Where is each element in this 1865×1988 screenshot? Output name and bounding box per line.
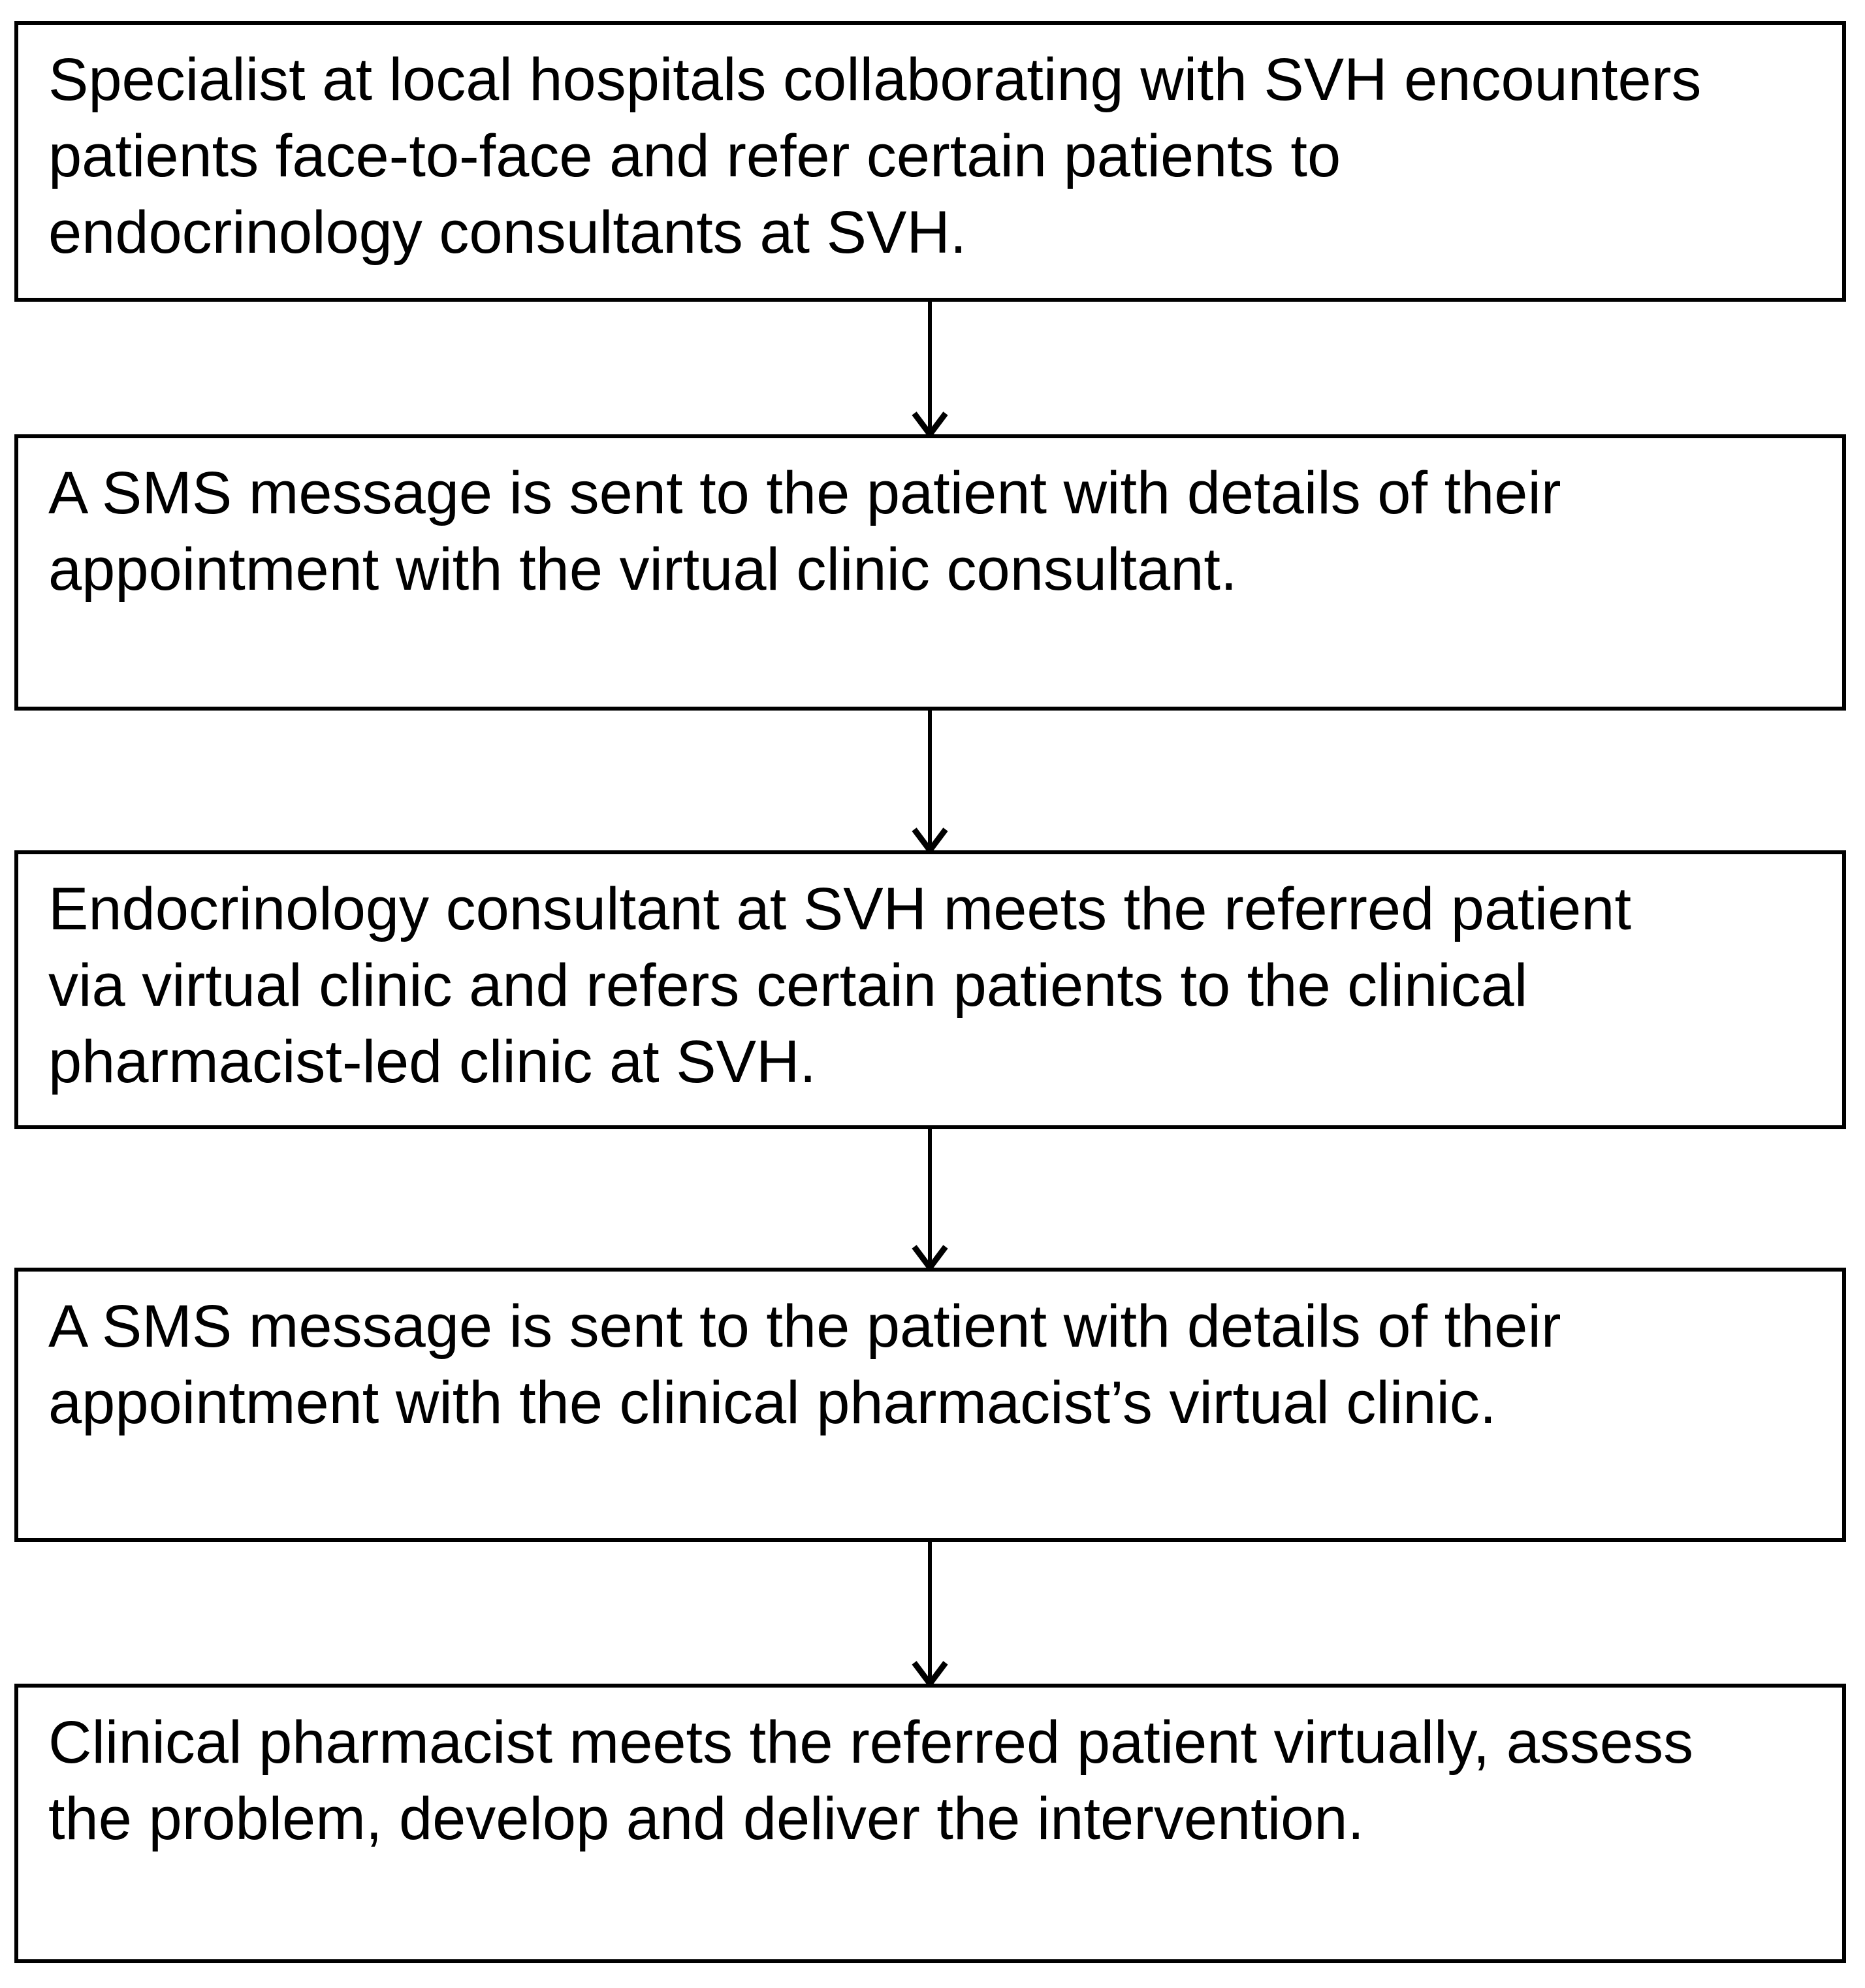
connector-1 xyxy=(14,302,1846,436)
text-line: A SMS message is sent to the patient wit… xyxy=(48,1293,1561,1360)
text-line: appointment with the clinical pharmacist… xyxy=(48,1370,1497,1436)
connector-2 xyxy=(14,711,1846,852)
arrow-down-icon xyxy=(912,411,948,436)
arrow-shaft xyxy=(928,711,932,850)
flow-step-1-box: Specialist at local hospitals collaborat… xyxy=(14,21,1846,302)
flow-step-2-box: A SMS message is sent to the patient wit… xyxy=(14,434,1846,711)
flow-step-4-box: A SMS message is sent to the patient wit… xyxy=(14,1268,1846,1542)
text-line: the problem, develop and deliver the int… xyxy=(48,1786,1365,1852)
text-line: appointment with the virtual clinic cons… xyxy=(48,536,1237,603)
text-line: Endocrinology consultant at SVH meets th… xyxy=(48,876,1632,942)
text-line: pharmacist-led clinic at SVH. xyxy=(48,1029,816,1095)
text-line: Clinical pharmacist meets the referred p… xyxy=(48,1709,1694,1776)
arrow-down-icon xyxy=(912,1661,948,1686)
arrow-shaft xyxy=(928,302,932,434)
arrow-down-icon xyxy=(912,1245,948,1270)
flow-step-3-box: Endocrinology consultant at SVH meets th… xyxy=(14,850,1846,1129)
flow-step-5-box: Clinical pharmacist meets the referred p… xyxy=(14,1684,1846,1963)
arrow-down-icon xyxy=(912,827,948,852)
arrow-shaft xyxy=(928,1542,932,1684)
connector-4 xyxy=(14,1542,1846,1686)
text-line: via virtual clinic and refers certain pa… xyxy=(48,952,1528,1019)
flowchart-figure: Specialist at local hospitals collaborat… xyxy=(14,21,1846,1963)
text-line: Specialist at local hospitals collaborat… xyxy=(48,46,1702,113)
arrow-shaft xyxy=(928,1129,932,1268)
connector-3 xyxy=(14,1129,1846,1270)
text-line: endocrinology consultants at SVH. xyxy=(48,199,967,266)
text-line: patients face-to-face and refer certain … xyxy=(48,123,1341,189)
text-line: A SMS message is sent to the patient wit… xyxy=(48,460,1561,526)
